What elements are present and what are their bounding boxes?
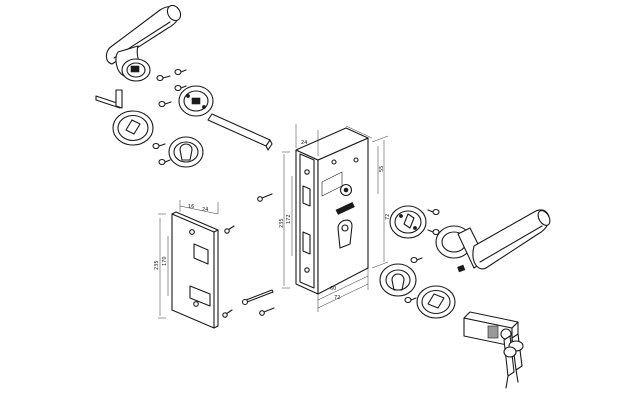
lock-dim-face-width: 24	[301, 140, 307, 146]
right-key-escutcheon	[416, 285, 456, 319]
allen-key	[95, 89, 123, 109]
lower-cylinder-escutcheon	[168, 136, 204, 168]
right-lever-handle	[435, 209, 551, 273]
mortise-lock-body: 235 172 72 60 55 72 24	[279, 124, 391, 312]
euro-profile-cylinder	[463, 311, 519, 347]
upper-small-rosette	[178, 85, 214, 117]
upper-large-rosette	[112, 110, 154, 146]
grub-screws	[152, 68, 187, 166]
strike-dim-top-a: 16	[188, 204, 194, 210]
forend-screws	[222, 193, 275, 318]
right-cylinder-escutcheon	[379, 256, 423, 304]
lock-dim-height-upper: 172	[286, 214, 292, 224]
spindle	[207, 113, 273, 151]
strike-dim-top-b: 24	[202, 207, 208, 213]
right-large-rosette	[389, 205, 440, 239]
lock-dim-right-b: 72	[385, 214, 391, 220]
strike-plate: 16 24 235 170	[154, 200, 219, 329]
lock-dim-depth: 60	[330, 286, 336, 292]
lock-dim-right-a: 55	[379, 166, 385, 172]
lock-dim-height-total: 235	[279, 218, 285, 228]
lock-dim-backset: 72	[334, 295, 340, 301]
upper-lever-handle	[105, 4, 182, 82]
strike-dim-left-a: 235	[154, 260, 160, 270]
strike-dim-left-b: 170	[162, 256, 168, 266]
keys	[503, 333, 524, 389]
